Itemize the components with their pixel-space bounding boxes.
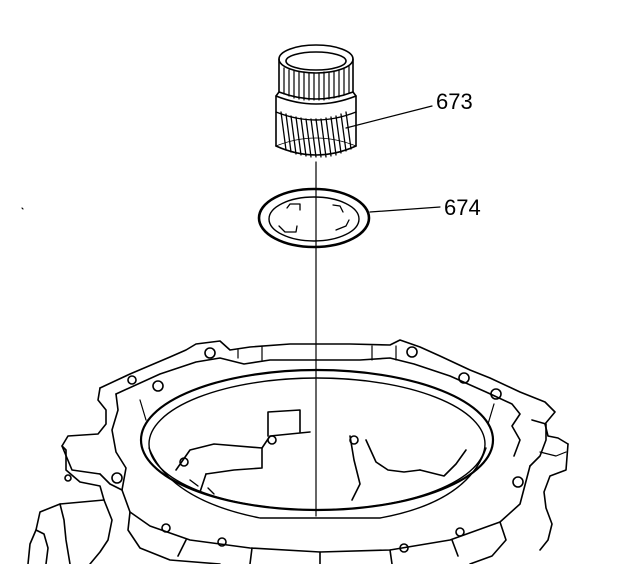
callout-label-674: 674: [444, 195, 481, 220]
sleeve-part-673: [275, 44, 357, 156]
washer-part-674: [257, 187, 371, 249]
upper-splines: [283, 65, 350, 101]
leader-line-673: [345, 105, 433, 129]
stray-mark: [21, 207, 24, 210]
transmission-case: [27, 339, 569, 564]
callout-label-673: 673: [436, 89, 473, 114]
lower-gear-teeth: [275, 111, 357, 158]
leader-line-674: [369, 206, 441, 213]
